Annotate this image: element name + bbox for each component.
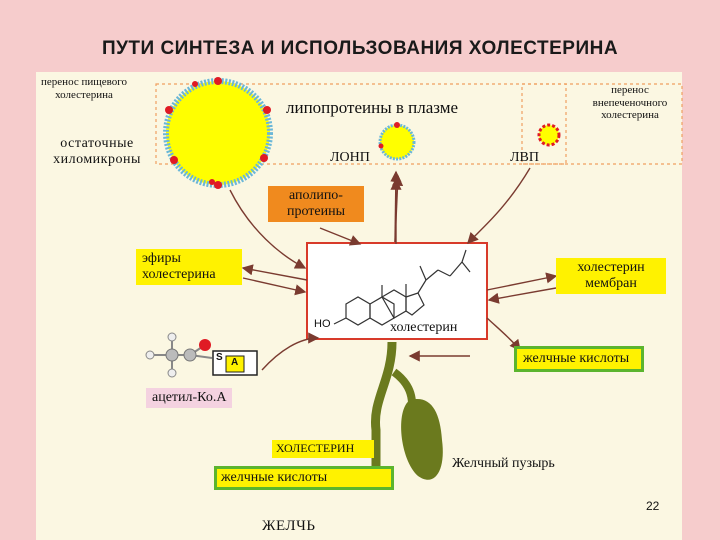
cholesterol-caps-box: ХОЛЕСТЕРИН (272, 440, 374, 458)
gallbladder-label: Желчный пузырь (452, 456, 555, 471)
cystic-duct (391, 368, 416, 405)
bile-duct (370, 341, 397, 470)
membrane-cholesterol-box: холестерин мембран (556, 258, 666, 295)
apolipoproteins-box: аполипо-протеины (268, 186, 364, 223)
plasma-dashed-box (155, 83, 567, 165)
hdl-particle (537, 123, 561, 147)
dietary-transfer-label: перенос пищевого холестерина (41, 76, 127, 101)
ho-label: HO (314, 318, 331, 330)
bile-acids-box: желчные кислоты (514, 346, 644, 373)
ldl-particle (378, 122, 416, 161)
acetyl-coa-molecule (145, 332, 258, 378)
coa-s-label: S (216, 352, 223, 363)
page-number: 22 (646, 499, 660, 513)
acetyl-coa-label: ацетил-Ко.А (146, 388, 233, 409)
ldl-label: ЛОНП (330, 150, 370, 165)
cholesterol-structure (333, 249, 471, 326)
bile-label: ЖЕЛЧЬ (262, 518, 316, 534)
extrahepatic-transfer-label: перенос внепеченочного холестерина (592, 84, 668, 122)
hdl-dashed-box (521, 83, 683, 165)
cholesterol-esters-box: эфиры холестерина (136, 249, 242, 286)
lipoproteins-label: липопротеины в плазме (286, 98, 459, 117)
gallbladder-shape (401, 399, 443, 480)
cholesterol-label: холестерин (390, 320, 458, 335)
coa-a-label: A (231, 357, 239, 368)
page-title: ПУТИ СИНТЕЗА И ИСПОЛЬЗОВАНИЯ ХОЛЕСТЕРИНА (101, 38, 619, 59)
bile-acids-bottom-box: желчные кислоты (214, 466, 394, 491)
hdl-label: ЛВП (510, 150, 539, 165)
chylomicrons-label: остаточные хиломикроны (53, 136, 141, 168)
chylomicron-particle (163, 77, 273, 189)
